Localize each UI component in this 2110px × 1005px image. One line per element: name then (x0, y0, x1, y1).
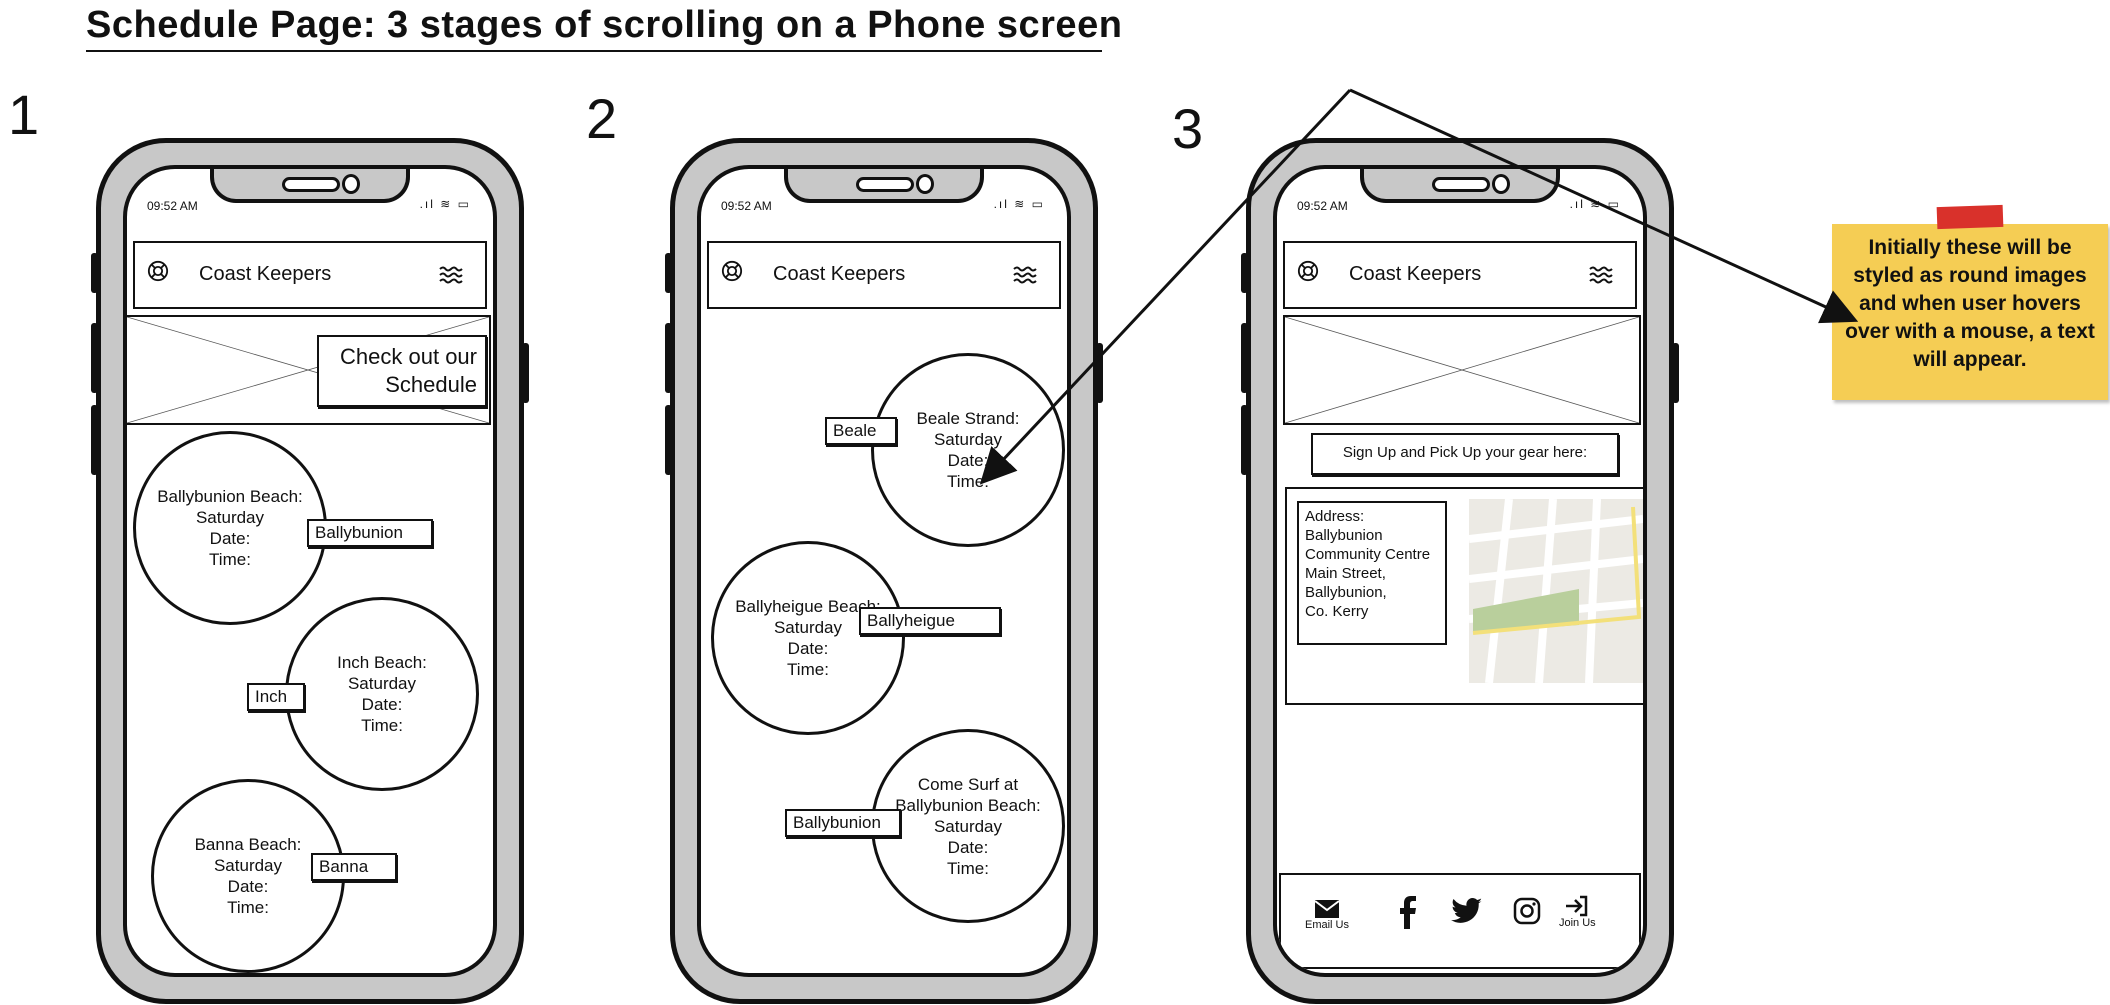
address-line: Co. Kerry (1305, 603, 1369, 620)
side-button (665, 405, 672, 475)
address-line: Ballybunion (1305, 527, 1383, 544)
footer-join[interactable]: Join Us (1559, 895, 1596, 929)
speaker (1432, 177, 1490, 192)
speaker (282, 177, 340, 192)
camera (1492, 174, 1510, 194)
circle-text: Beale Strand: Saturday Date: Time: (916, 409, 1020, 491)
footer-instagram[interactable] (1513, 897, 1541, 925)
beach-tag-banna[interactable]: Banna (311, 853, 397, 881)
page-title: Schedule Page: 3 stages of scrolling on … (86, 4, 1123, 46)
footer-facebook[interactable] (1397, 895, 1417, 929)
lifebuoy-icon[interactable] (1297, 260, 1319, 282)
side-button (91, 253, 98, 293)
status-time: 09:52 AM (147, 199, 198, 213)
sticky-note: Initially these will be styled as round … (1832, 224, 2108, 400)
instagram-icon (1513, 897, 1541, 925)
nav-bar: Coast Keepers (133, 241, 487, 309)
side-button (1672, 343, 1679, 403)
circle-text: Come Surf at Ballybunion Beach: Saturday… (895, 774, 1041, 878)
side-button (1096, 343, 1103, 403)
circle-text: Inch Beach: Saturday Date: Time: (337, 653, 427, 735)
footer-twitter[interactable] (1451, 897, 1483, 925)
camera (342, 174, 360, 194)
beach-tag-ballybunion[interactable]: Ballybunion (307, 519, 433, 547)
address-line: Main Street, (1305, 565, 1386, 582)
phone-screen: 09:52 AM .ıl ≋ ▭ Coast Keepers Sign Up a… (1273, 165, 1647, 977)
schedule-callout: Check out our Schedule (317, 335, 487, 407)
phone-notch (210, 169, 410, 203)
phone-notch (784, 169, 984, 203)
side-button (1241, 253, 1248, 293)
phone-screen: 09:52 AM .ıl ≋ ▭ Coast Keepers Beale Str… (697, 165, 1071, 977)
beach-tag-inch[interactable]: Inch (247, 683, 305, 711)
beach-circle-ballyheigue[interactable]: Ballyheigue Beach: Saturday Date: Time: (711, 541, 905, 735)
phone-stage-2: 09:52 AM .ıl ≋ ▭ Coast Keepers Beale Str… (665, 138, 1103, 1004)
address-box: Address: Ballybunion Community Centre Ma… (1297, 501, 1447, 645)
sticky-note-text: Initially these will be styled as round … (1845, 236, 2095, 371)
side-button (665, 323, 672, 393)
side-button (665, 253, 672, 293)
twitter-icon (1451, 898, 1482, 923)
status-icons: .ıl ≋ ▭ (419, 197, 471, 211)
stage-number-2: 2 (586, 87, 618, 150)
beach-circle-beale[interactable]: Beale Strand: Saturday Date: Time: (871, 353, 1065, 547)
brand-name[interactable]: Coast Keepers (199, 263, 332, 285)
side-button (91, 323, 98, 393)
waves-menu-icon[interactable] (1589, 265, 1613, 285)
lifebuoy-icon[interactable] (721, 260, 743, 282)
waves-menu-icon[interactable] (439, 265, 463, 285)
map-view[interactable] (1469, 499, 1643, 683)
status-time: 09:52 AM (721, 199, 772, 213)
footer-join-label: Join Us (1559, 917, 1596, 929)
brand-name[interactable]: Coast Keepers (1349, 263, 1482, 285)
stage-number-3: 3 (1172, 97, 1204, 160)
beach-tag-beale[interactable]: Beale (825, 417, 897, 445)
beach-circle-inch[interactable]: Inch Beach: Saturday Date: Time: (285, 597, 479, 791)
beach-tag-ballybunion[interactable]: Ballybunion (785, 809, 901, 837)
side-button (1241, 323, 1248, 393)
phone-stage-3: 09:52 AM .ıl ≋ ▭ Coast Keepers Sign Up a… (1241, 138, 1679, 1004)
title-underline (86, 50, 1102, 52)
stage-number-1: 1 (8, 83, 40, 146)
status-icons: .ıl ≋ ▭ (993, 197, 1045, 211)
circle-text: Ballyheigue Beach: Saturday Date: Time: (735, 597, 881, 679)
brand-name[interactable]: Coast Keepers (773, 263, 906, 285)
circle-text: Banna Beach: Saturday Date: Time: (194, 835, 302, 917)
signup-heading: Sign Up and Pick Up your gear here: (1311, 433, 1619, 475)
side-button (91, 405, 98, 475)
beach-circle-ballybunion[interactable]: Ballybunion Beach: Saturday Date: Time: (133, 431, 327, 625)
hero-image-placeholder (1283, 315, 1641, 425)
footer-email[interactable]: Email Us (1305, 899, 1349, 931)
side-button (1241, 405, 1248, 475)
nav-bar: Coast Keepers (1283, 241, 1637, 309)
sticky-tape (1936, 204, 2004, 230)
nav-bar: Coast Keepers (707, 241, 1061, 309)
footer-bar: Email Us Join Us (1279, 873, 1641, 969)
facebook-icon (1400, 896, 1416, 929)
address-line: Ballybunion, (1305, 584, 1387, 601)
address-line: Address: (1305, 508, 1365, 525)
map-graphic (1469, 499, 1643, 683)
phone-screen: 09:52 AM .ıl ≋ ▭ Coast Keepers Check out… (123, 165, 497, 977)
footer-email-label: Email Us (1305, 919, 1350, 931)
speaker (856, 177, 914, 192)
address-line: Community Centre (1305, 546, 1431, 563)
status-icons: .ıl ≋ ▭ (1569, 197, 1621, 211)
status-time: 09:52 AM (1297, 199, 1348, 213)
circle-text: Ballybunion Beach: Saturday Date: Time: (157, 487, 303, 569)
lifebuoy-icon[interactable] (147, 260, 169, 282)
camera (916, 174, 934, 194)
beach-tag-ballyheigue[interactable]: Ballyheigue (859, 607, 1001, 635)
sign-in-icon (1566, 895, 1588, 917)
envelope-icon (1314, 900, 1340, 918)
side-button (522, 343, 529, 403)
location-panel: Address: Ballybunion Community Centre Ma… (1285, 487, 1643, 705)
placeholder-cross (1285, 317, 1639, 423)
phone-stage-1: 09:52 AM .ıl ≋ ▭ Coast Keepers Check out… (91, 138, 529, 1004)
beach-circle-come-surf[interactable]: Come Surf at Ballybunion Beach: Saturday… (871, 729, 1065, 923)
waves-menu-icon[interactable] (1013, 265, 1037, 285)
phone-notch (1360, 169, 1560, 203)
